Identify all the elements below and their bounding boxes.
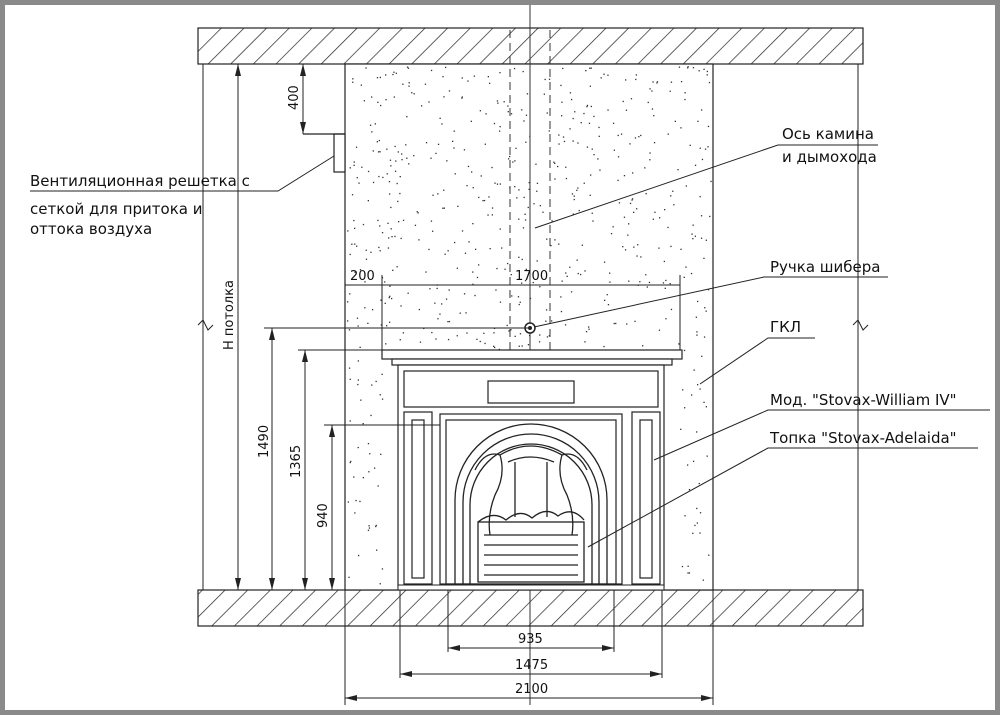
gkl-label: ГКЛ — [770, 318, 801, 336]
firebox-label: Топка "Stovax-Adelaida" — [769, 429, 957, 447]
vent-label-line1: Вентиляционная решетка с — [30, 172, 250, 190]
model-label: Мод. "Stovax-William IV" — [770, 391, 957, 409]
axis-label-line1: Ось камина — [782, 125, 874, 143]
dim-935: 935 — [518, 632, 543, 647]
top-dimensions — [344, 275, 681, 290]
bottom-dimensions — [344, 590, 714, 705]
fireplace-elevation-drawing: Вентиляционная решетка с сеткой для прит… — [30, 5, 990, 705]
left-dimensions — [197, 63, 869, 591]
firebox — [454, 423, 608, 588]
vent-label-line2: сеткой для притока и — [30, 200, 202, 218]
leader-lines — [30, 144, 990, 548]
damper-label: Ручка шибера — [770, 258, 880, 276]
vent-label-line3: оттока воздуха — [30, 220, 152, 238]
dim-1700: 1700 — [515, 269, 548, 284]
bottom-dimension-arrows — [345, 645, 713, 701]
vent-grille — [303, 133, 346, 173]
fireplace-portal — [397, 364, 665, 588]
drawing-sheet: Вентиляционная решетка с сеткой для прит… — [5, 5, 995, 710]
dim-400: 400 — [287, 85, 302, 110]
dim-940: 940 — [316, 503, 331, 528]
mantel-shelf — [381, 349, 683, 366]
dim-1475: 1475 — [515, 658, 548, 673]
axis-label-line2: и дымохода — [782, 148, 877, 166]
dimension-arrows — [235, 64, 335, 590]
ceiling-height-label: H потолка — [222, 280, 237, 350]
dim-1365: 1365 — [289, 445, 304, 478]
dim-200: 200 — [350, 269, 375, 284]
dim-1490: 1490 — [257, 425, 272, 458]
hearth — [397, 584, 665, 591]
dim-2100: 2100 — [515, 682, 548, 697]
